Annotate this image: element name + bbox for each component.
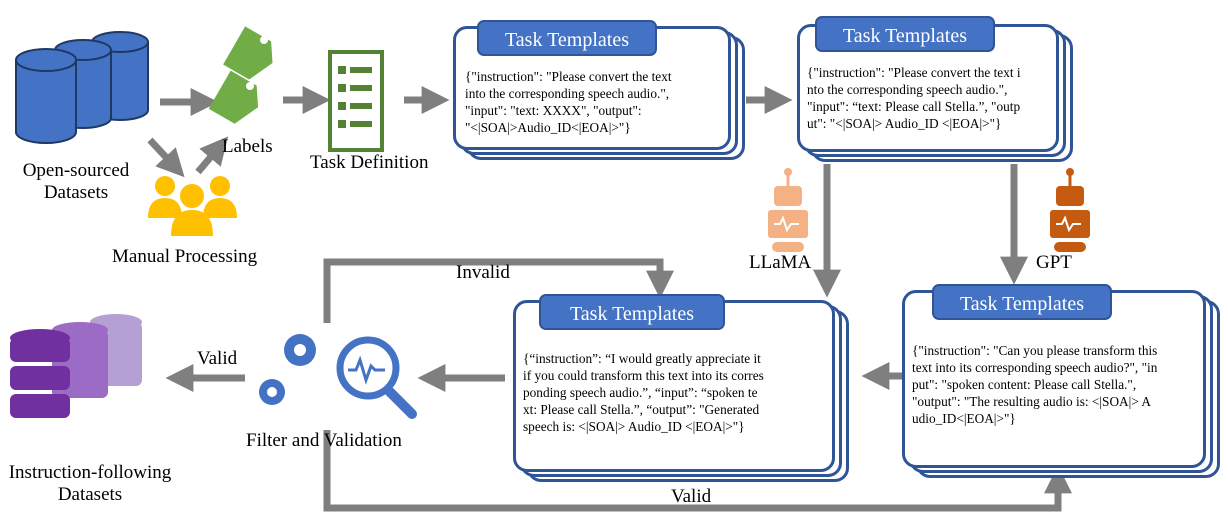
card-line: into the corresponding speech audio.",: [465, 86, 670, 101]
task-template-card-1: Task Templates {"instruction": "Please c…: [453, 20, 749, 162]
card-line: ponding speech audio.”, “input”: “spoken…: [523, 385, 758, 400]
label-filter-validation: Filter and Validation: [246, 430, 402, 451]
card-line: nto the corresponding speech audio.",: [807, 82, 1008, 97]
card-title: Task Templates: [477, 20, 657, 56]
card-line: text into its corresponding speech audio…: [912, 360, 1158, 375]
card-line: xt: Please call Stella.”, “output”: "Gen…: [523, 402, 760, 417]
label-valid-left: Valid: [197, 348, 238, 369]
card-line: "<|SOA|>Audio_ID<|EOA|>"}: [465, 120, 631, 135]
label-valid-bottom: Valid: [671, 486, 712, 507]
label-open-sourced-datasets: Open-sourced Datasets: [22, 160, 130, 203]
arrow-invalid-loop: [323, 258, 674, 323]
document-list-icon: [328, 50, 384, 152]
label-manual-processing: Manual Processing: [112, 246, 258, 267]
database-icon: [15, 31, 149, 144]
card-line: "input": “text: Please call Stella.”, "o…: [807, 99, 1021, 114]
card-line: ut": "<|SOA|> Audio_ID <|EOA|>"}: [807, 116, 1002, 131]
card-line: {“instruction”: “I would greatly appreci…: [523, 351, 761, 366]
tag-icon: [208, 26, 273, 124]
arrow-manual-to-labels: [195, 136, 229, 175]
card-line: "input": "text: XXXX", "output":: [465, 103, 642, 118]
card-title: Task Templates: [932, 284, 1112, 320]
gear-icon: [259, 334, 316, 405]
arrows: [147, 86, 1072, 512]
task-template-card-2: Task Templates {"instruction": "Please c…: [797, 16, 1077, 164]
magnifier-icon: [336, 336, 417, 419]
label-invalid: Invalid: [456, 262, 510, 283]
card-line: if you could transform this text into it…: [523, 368, 764, 383]
card-line: "output": "The resulting audio is: <|SOA…: [912, 394, 1152, 409]
card-title: Task Templates: [539, 294, 725, 330]
card-line: speech is: <|SOA|> Audio_ID <|EOA|>"}: [523, 419, 745, 434]
card-line: {"instruction": "Can you please transfor…: [912, 343, 1158, 358]
card-title: Task Templates: [815, 16, 995, 52]
task-template-card-4: Task Templates {“instruction”: “I would …: [513, 294, 853, 484]
robot-icon: [1050, 168, 1090, 252]
card-line: udio_ID<|EOA|>"}: [912, 411, 1016, 426]
label-task-definition: Task Definition: [310, 152, 429, 173]
card-line: {"instruction": "Please convert the text: [465, 69, 672, 84]
card-line: put": "spoken content: Please call Stell…: [912, 377, 1137, 392]
card-line: {"instruction": "Please convert the text…: [807, 65, 1021, 80]
label-llama: LLaMA: [749, 252, 812, 273]
label-gpt: GPT: [1036, 252, 1072, 273]
arrow-valid-loop: [323, 430, 1072, 512]
people-icon: [148, 176, 237, 236]
label-instruction-datasets: Instruction-following Datasets: [8, 462, 172, 505]
robot-icon: [768, 168, 808, 252]
arrow-datasets-to-manual: [147, 137, 185, 178]
database-purple-icon: [10, 314, 142, 418]
label-labels: Labels: [222, 136, 273, 157]
task-template-card-3: Task Templates {"instruction": "Can you …: [902, 284, 1222, 480]
